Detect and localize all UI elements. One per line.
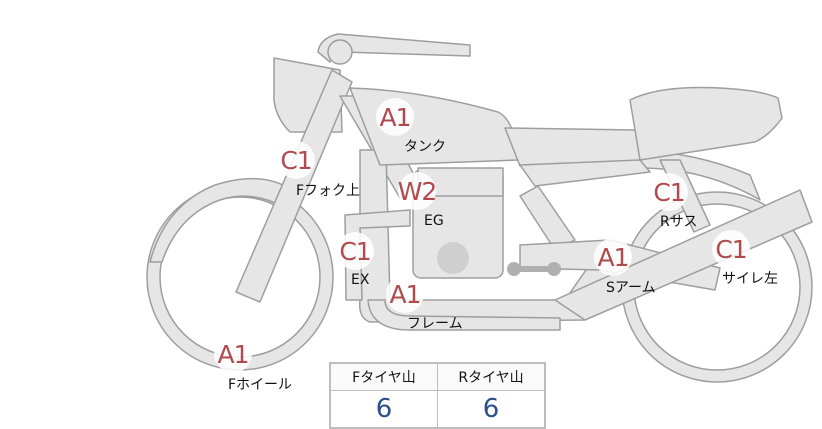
front-tire-header: Fタイヤ山 bbox=[329, 362, 438, 391]
swing-arm-label: Sアーム bbox=[606, 280, 656, 296]
front-fork-grade-marker[interactable]: C1 bbox=[277, 141, 315, 179]
muffler-left-label: サイレ左 bbox=[722, 271, 778, 287]
rear-suspension-label: Rサス bbox=[660, 214, 698, 230]
front-wheel-label: Fホイール bbox=[228, 377, 293, 393]
exhaust-grade-marker[interactable]: C1 bbox=[336, 232, 374, 270]
front-wheel-grade-marker[interactable]: A1 bbox=[214, 335, 252, 373]
exhaust-pipe-shape bbox=[367, 299, 561, 331]
tire-tread-value-row: 6 6 bbox=[329, 390, 546, 429]
front-tire-value: 6 bbox=[329, 390, 438, 429]
muffler-shape bbox=[554, 189, 813, 321]
frame-grade-marker[interactable]: A1 bbox=[386, 275, 424, 313]
rear-tire-value: 6 bbox=[437, 390, 546, 429]
tank-grade-marker[interactable]: A1 bbox=[376, 98, 414, 136]
engine-grade-marker[interactable]: W2 bbox=[398, 172, 437, 210]
tire-tread-table: Fタイヤ山 Rタイヤ山 6 6 bbox=[329, 362, 546, 429]
rear-tire-header: Rタイヤ山 bbox=[437, 362, 546, 391]
frame-label: フレーム bbox=[407, 316, 463, 332]
tank-label: タンク bbox=[404, 139, 446, 155]
muffler-left-grade-marker[interactable]: C1 bbox=[712, 230, 750, 268]
engine-label: EG bbox=[424, 213, 444, 229]
front-fork-label: Fフォク上 bbox=[296, 183, 361, 199]
tire-tread-header-row: Fタイヤ山 Rタイヤ山 bbox=[329, 362, 546, 391]
rear-suspension-grade-marker[interactable]: C1 bbox=[650, 173, 688, 211]
exhaust-label: EX bbox=[351, 272, 370, 288]
front-fork-shape bbox=[235, 69, 353, 303]
swing-arm-grade-marker[interactable]: A1 bbox=[594, 238, 632, 276]
